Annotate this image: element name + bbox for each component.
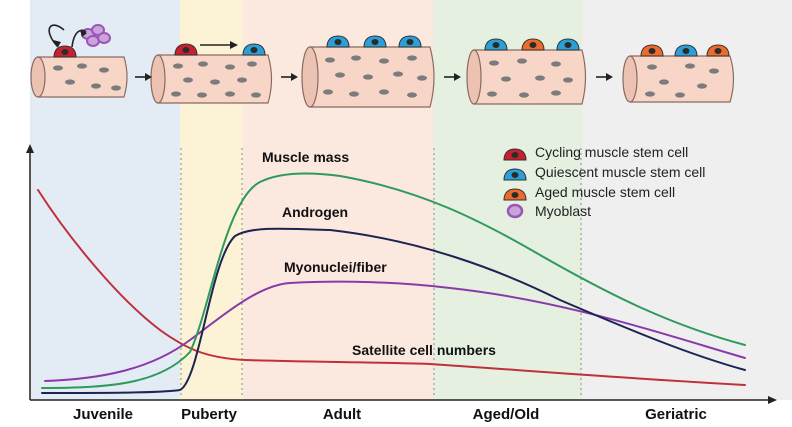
legend-label: Quiescent muscle stem cell — [535, 164, 705, 180]
self-renew-arrow-left — [48, 24, 65, 48]
curve-label-satellite: Satellite cell numbers — [352, 342, 496, 358]
axes — [26, 144, 777, 404]
muscle-fiber-puberty — [150, 54, 273, 104]
aged-stem-cell — [640, 44, 664, 57]
legend-label: Cycling muscle stem cell — [535, 144, 688, 160]
progression-arrows — [135, 73, 613, 81]
legend-item-myoblast: Myoblast — [506, 203, 591, 219]
muscle-fiber-geriatric — [622, 55, 735, 103]
muscle-mass-curve — [41, 172, 746, 389]
quiescent-stem-cell — [674, 44, 698, 57]
self-renew-arrow-right — [71, 29, 87, 48]
stage-label-aged: Aged/Old — [473, 406, 540, 423]
quiescent-stem-cell — [242, 43, 266, 56]
legend-label: Aged muscle stem cell — [535, 184, 675, 200]
muscle-fiber-adult — [301, 46, 435, 108]
myoblast-icon — [506, 203, 524, 219]
curve-label-androgen: Androgen — [282, 204, 348, 220]
cycling-stem-cell — [53, 45, 77, 58]
legend: Cycling muscle stem cell Quiescent muscl… — [503, 144, 705, 219]
quiescent-stem-cell — [326, 35, 350, 48]
legend-item-cycling: Cycling muscle stem cell — [503, 144, 688, 161]
stage-label-adult: Adult — [323, 406, 361, 423]
aged-stem-cell — [521, 38, 545, 51]
muscle-fiber-juvenile — [30, 56, 128, 98]
muscle-fiber-aged — [466, 49, 587, 105]
stage-label-puberty: Puberty — [181, 406, 238, 423]
legend-label: Myoblast — [535, 203, 591, 219]
satellite-cell-numbers-curve — [37, 189, 746, 386]
aged-stem-cell — [706, 44, 730, 57]
stage-label-juvenile: Juvenile — [73, 406, 133, 423]
stage-label-geriatric: Geriatric — [645, 406, 707, 423]
quiescent-stem-cell — [484, 38, 508, 51]
quiescent-stem-cell — [556, 38, 580, 51]
curve-label-muscle-mass: Muscle mass — [262, 149, 349, 165]
legend-item-aged: Aged muscle stem cell — [503, 184, 675, 201]
legend-item-quiescent: Quiescent muscle stem cell — [503, 164, 705, 181]
androgen-curve — [41, 227, 746, 394]
curve-label-myonuclei: Myonuclei/fiber — [284, 259, 387, 275]
quiescent-stem-cell — [398, 35, 422, 48]
cycling-stem-cell — [174, 43, 198, 56]
quiescent-stem-cell — [363, 35, 387, 48]
